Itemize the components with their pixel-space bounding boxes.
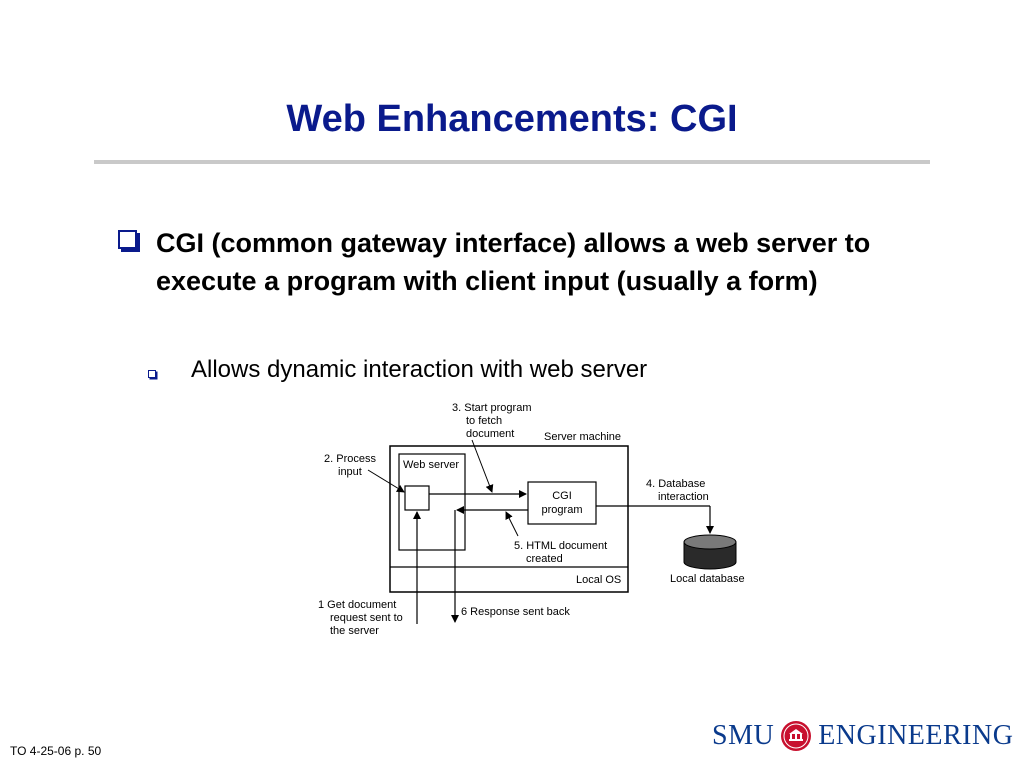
step2-line2: input <box>338 466 362 478</box>
cgi-diagram: Local OS Server machine Web server CGI p… <box>318 402 745 637</box>
step5-line2: created <box>526 553 563 565</box>
step3-line1: 3. Start program <box>452 402 531 414</box>
sub-bullet: Allows dynamic interaction with web serv… <box>148 356 647 384</box>
footer-note: TO 4-25-06 p. 50 <box>10 744 102 758</box>
local-os-label: Local OS <box>576 574 621 586</box>
square-bullet-icon <box>118 230 137 249</box>
step3-line3: document <box>466 428 514 440</box>
slide-title: Web Enhancements: CGI <box>286 98 738 140</box>
title-divider <box>94 160 930 164</box>
database-cylinder <box>683 542 737 570</box>
arrow-step2-pointer <box>367 469 405 493</box>
step1-line1: 1 Get document <box>318 599 396 611</box>
main-bullet: CGI (common gateway interface) allows a … <box>118 224 878 300</box>
arrow-step5-pointer <box>505 511 519 537</box>
smu-seal-icon <box>781 721 812 751</box>
step1-line2: request sent to <box>330 612 403 624</box>
step6-label: 6 Response sent back <box>461 606 570 618</box>
database-top <box>683 534 737 550</box>
process-box <box>404 485 430 511</box>
step5-line1: 5. HTML document <box>514 540 607 552</box>
logo-word-smu: SMU <box>712 720 775 751</box>
cgi-label-line1: CGI <box>552 490 572 502</box>
cgi-label-line2: program <box>542 504 583 516</box>
small-square-bullet-icon <box>148 370 156 378</box>
arrow-step3-pointer <box>471 439 494 493</box>
server-machine-label: Server machine <box>544 431 621 443</box>
smu-engineering-logo: SMU ENGINEERING <box>712 720 1013 752</box>
step4-line2: interaction <box>658 491 709 503</box>
web-server-label: Web server <box>403 459 459 471</box>
server-machine-box <box>389 445 629 593</box>
step2-line1: 2. Process <box>324 453 376 465</box>
logo-word-engineering: ENGINEERING <box>818 720 1014 751</box>
sub-bullet-text: Allows dynamic interaction with web serv… <box>191 356 648 383</box>
step3-line2: to fetch <box>466 415 502 427</box>
main-bullet-text: CGI (common gateway interface) allows a … <box>156 228 871 296</box>
cgi-program-box <box>527 481 597 525</box>
local-database-label: Local database <box>670 573 745 585</box>
step1-line3: the server <box>330 625 379 637</box>
web-server-box <box>398 453 466 551</box>
step4-line1: 4. Database <box>646 478 705 490</box>
